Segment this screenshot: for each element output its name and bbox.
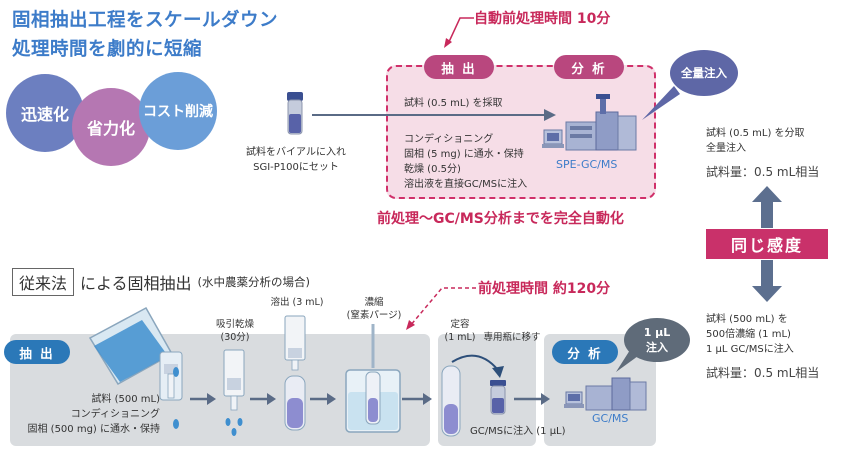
- auto-step-1: コンディショニング: [404, 134, 494, 145]
- injection-bubble-tail-icon: [616, 350, 638, 372]
- sample-3: 固相 (500 mg) に通水・保持: [27, 424, 160, 435]
- benefit-labor: 省力化: [72, 88, 150, 166]
- injection-bubble-1: 1 μL: [643, 325, 671, 339]
- benefit-speed-label: 迅速化: [20, 105, 69, 124]
- spe-gcms-instrument-icon: [542, 94, 637, 151]
- right-top-1: 試料 (0.5 mL) を分取: [706, 128, 805, 139]
- auto-footer: 前処理〜GC/MS分析までを完全自動化: [377, 211, 624, 227]
- auto-time-label: 自動前処理時間 10分: [474, 11, 611, 27]
- headline-2: 処理時間を劇的に短縮: [12, 39, 203, 60]
- step-fix-1: 定容: [450, 319, 470, 330]
- same-sensitivity-arrow-icon: [752, 186, 782, 302]
- step-elute: 溶出 (3 mL): [270, 297, 324, 308]
- legacy-time-label: 前処理時間 約120分: [478, 281, 611, 297]
- elution-cartridge-icon: [284, 315, 306, 431]
- benefit-cost: コスト削減: [139, 72, 217, 150]
- vial-to-instrument-arrow-icon: [312, 109, 556, 121]
- sample-1: 試料 (500 mL): [91, 394, 160, 405]
- concentration-bath-icon: [345, 324, 401, 433]
- right-bottom-3: 1 μL GC/MSに注入: [706, 344, 794, 355]
- same-sensitivity-box: 同じ感度: [706, 229, 828, 259]
- legacy-label: 従来法: [12, 268, 75, 296]
- arrow-3-icon: [310, 393, 336, 405]
- auto-extract-pill: 抽 出: [424, 55, 494, 79]
- vial-caption-1: 試料をバイアルに入れ: [246, 147, 346, 158]
- legacy-extract-pill: 抽 出: [4, 340, 70, 364]
- vial-caption-2: SGI-P100にセット: [253, 162, 339, 173]
- gcms-instrument-icon: [564, 377, 647, 411]
- pouring-beaker-icon: [88, 306, 183, 401]
- auto-step-2: 固相 (5 mg) に通水・保持: [404, 149, 524, 160]
- legacy-header: 従来法 による固相抽出 (水中農薬分析の場合): [12, 268, 310, 296]
- auto-step-3: 乾燥 (0.5分): [404, 164, 461, 175]
- headline-1: 固相抽出工程をスケールダウン: [12, 10, 279, 31]
- right-bottom-1: 試料 (500 mL) を: [706, 314, 788, 325]
- right-bottom-2: 500倍濃縮 (1 mL): [706, 329, 791, 340]
- spe-gcms-label: SPE-GC/MS: [556, 158, 618, 171]
- arrow-2-icon: [250, 393, 276, 405]
- full-injection-bubble: 全量注入: [670, 50, 738, 96]
- auto-pointer-icon: [444, 17, 474, 48]
- gcms-label: GC/MS: [592, 412, 629, 425]
- benefit-cost-label: コスト削減: [143, 104, 213, 120]
- full-injection-label: 全量注入: [681, 66, 727, 80]
- legacy-analysis-pill: 分 析: [552, 340, 618, 364]
- sample-2: コンディショニング: [70, 409, 160, 420]
- right-top-amount: 試料量：0.5 mL相当: [706, 165, 820, 179]
- sample-vial-icon: [287, 92, 303, 135]
- step-conc-2: (窒素パージ): [346, 310, 402, 321]
- arrow-5-icon: [514, 393, 550, 405]
- drops-icon: [173, 367, 179, 429]
- step-suction-1: 吸引乾燥: [215, 319, 254, 330]
- fix-and-transfer-icon: [441, 354, 506, 437]
- legacy-inject: GC/MSに注入 (1 μL): [470, 426, 566, 437]
- step-suction-2: (30分): [220, 332, 250, 343]
- right-top-2: 全量注入: [706, 143, 746, 154]
- legacy-pointer-icon: [406, 287, 476, 330]
- step-fix-2: (1 mL): [444, 332, 476, 343]
- auto-sample-take: 試料 (0.5 mL) を採取: [404, 98, 503, 109]
- auto-analysis-pill: 分 析: [554, 55, 624, 79]
- legacy-subtitle: (水中農薬分析の場合): [197, 275, 311, 289]
- injection-bubble-2: 注入: [646, 340, 668, 354]
- bubble-tail-icon: [642, 86, 680, 120]
- arrow-1-icon: [190, 393, 216, 405]
- step-conc-1: 濃縮: [364, 297, 384, 308]
- step-transfer: 専用瓶に移す: [483, 332, 541, 343]
- benefit-speed: 迅速化: [6, 74, 84, 152]
- arrow-4-icon: [402, 393, 432, 405]
- auto-step-4: 溶出液を直接GC/MSに注入: [404, 179, 528, 190]
- right-bottom-amount: 試料量：0.5 mL相当: [706, 366, 820, 380]
- suction-cartridge-icon: [223, 349, 245, 436]
- benefit-labor-label: 省力化: [86, 119, 135, 138]
- legacy-title: による固相抽出: [80, 274, 192, 293]
